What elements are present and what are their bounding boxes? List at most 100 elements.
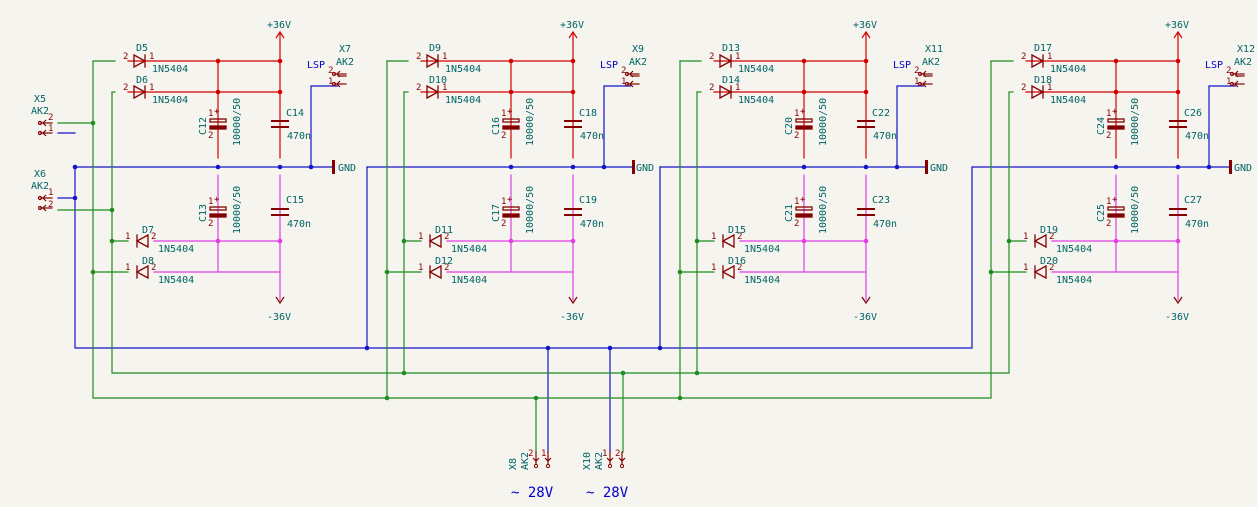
power-label: +36V	[1165, 20, 1189, 31]
power-positive	[275, 30, 285, 41]
cap-value: 470n	[287, 219, 311, 230]
pin-number: 2	[328, 66, 333, 76]
connector-pin	[545, 463, 551, 469]
wire	[310, 85, 338, 167]
transformer-connector-x8	[532, 451, 552, 469]
pin-number: 1	[1106, 109, 1111, 119]
junction-dot	[694, 370, 700, 376]
junction-dot	[364, 345, 370, 351]
cap-elec-top	[209, 118, 227, 130]
connector-ref: X6	[34, 169, 46, 180]
cap-ref: C15	[286, 195, 304, 206]
cap-plate-positive	[502, 206, 520, 211]
wire	[896, 85, 924, 167]
pin-number: 1	[149, 83, 154, 93]
connector-arrow	[922, 80, 927, 88]
cap-film-top	[271, 120, 289, 128]
pin-number: 1	[914, 77, 919, 87]
cap-value: 470n	[1185, 219, 1209, 230]
junction-dot	[72, 195, 78, 201]
cap-elec-bottom	[795, 206, 813, 218]
junction-dot	[1006, 238, 1012, 244]
cap-plate-negative	[209, 125, 227, 130]
pin-number: 2	[737, 263, 742, 273]
pin-number: 2	[1226, 66, 1231, 76]
pin-number: 2	[794, 131, 799, 141]
connector-ref: X12	[1237, 44, 1255, 55]
junction-dot	[801, 238, 807, 244]
pin-number: 2	[621, 66, 626, 76]
diode-D8	[135, 264, 149, 280]
connector-arrow	[629, 70, 634, 78]
diode-D12	[428, 264, 442, 280]
junction-dot	[384, 395, 390, 401]
diode-ref: D12	[435, 256, 453, 267]
power-label: -36V	[560, 312, 584, 323]
diode-ref: D9	[429, 43, 441, 54]
power-label: -36V	[1165, 312, 1189, 323]
diode-D13	[719, 53, 733, 69]
junction-dot	[1175, 164, 1181, 170]
diode-value: 1N5404	[152, 64, 188, 75]
diode-value: 1N5404	[445, 64, 481, 75]
pin-number: 1	[1226, 77, 1231, 87]
junction-dot	[1113, 89, 1119, 95]
junction-dot	[215, 238, 221, 244]
components	[37, 30, 1245, 469]
connector-value: AK2	[1234, 57, 1252, 68]
diode-value: 1N5404	[158, 244, 194, 255]
junction-dot	[277, 164, 283, 170]
cap-film-bottom	[1169, 208, 1187, 216]
junction-dot	[570, 58, 576, 64]
power-label: -36V	[267, 312, 291, 323]
diode-D5	[133, 53, 147, 69]
diode-value: 1N5404	[451, 275, 487, 286]
diode-triangle	[719, 84, 733, 100]
cap-plate-negative	[502, 125, 520, 130]
connector-value: AK2	[629, 57, 647, 68]
diode-D14	[719, 84, 733, 100]
net-label: LSP	[307, 60, 325, 71]
connector-value: AK2	[922, 57, 940, 68]
diode-value: 1N5404	[152, 95, 188, 106]
pin-number: +	[1112, 107, 1118, 117]
diode-triangle	[1033, 264, 1047, 280]
pin-number: 1	[125, 263, 130, 273]
connector-arrow	[42, 194, 47, 202]
junction-dot	[508, 164, 514, 170]
pin-number: 2	[208, 219, 213, 229]
cap-plate-positive	[209, 206, 227, 211]
diode-D17	[1031, 53, 1045, 69]
diode-ref: D13	[722, 43, 740, 54]
pin-number: 1	[711, 263, 716, 273]
diode-triangle	[721, 233, 735, 249]
pin-number: 2	[1049, 263, 1054, 273]
diode-ref: D15	[728, 225, 746, 236]
cap-film-top	[857, 120, 875, 128]
diode-ref: D18	[1034, 75, 1052, 86]
net-label: LSP	[600, 60, 618, 71]
cap-ref: C13	[198, 204, 209, 222]
junction-dot	[988, 269, 994, 275]
cap-elec-bottom	[1107, 206, 1125, 218]
diode-triangle	[428, 264, 442, 280]
diode-value: 1N5404	[1056, 244, 1092, 255]
pin-number: 2	[444, 232, 449, 242]
wire	[111, 92, 1010, 374]
pin-number: 2	[615, 449, 620, 459]
gnd-symbol	[332, 160, 335, 174]
input-connector-x5	[37, 119, 53, 137]
pin-number: 1	[208, 197, 213, 207]
connector-arrow	[922, 70, 927, 78]
junction-dot	[863, 164, 869, 170]
pin-number: +	[507, 195, 513, 205]
connector-arrow	[618, 457, 626, 462]
diode-ref: D10	[429, 75, 447, 86]
junction-dot	[801, 164, 807, 170]
cap-value: 470n	[580, 131, 604, 142]
cap-plate-positive	[795, 118, 813, 123]
cap-value: 10000/50	[1130, 186, 1141, 234]
cap-film-bottom	[857, 208, 875, 216]
diode-value: 1N5404	[1050, 64, 1086, 75]
